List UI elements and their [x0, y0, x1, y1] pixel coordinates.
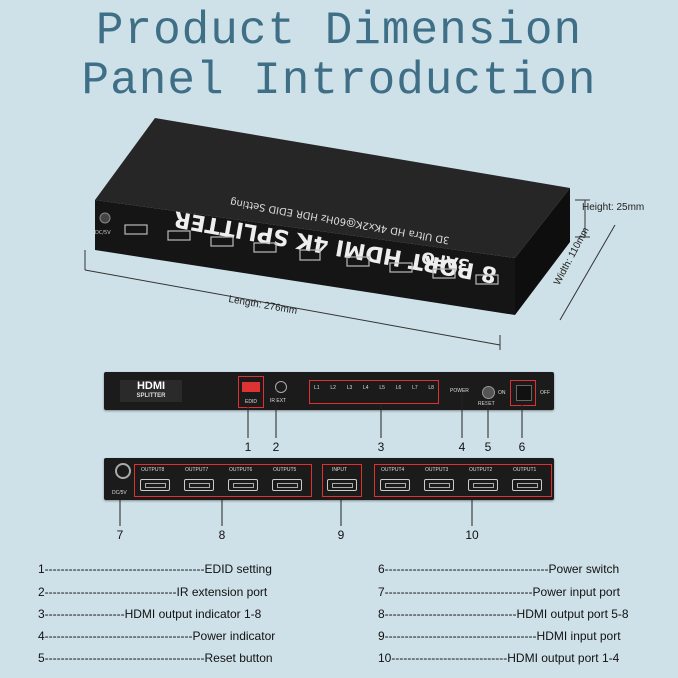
input-port-box: INPUT — [322, 464, 362, 497]
hdmi-output-2[interactable] — [468, 479, 498, 491]
legend-item: 3--------------------HDMI output indicat… — [38, 607, 262, 621]
front-logo: HDMI SPLITTER — [120, 380, 182, 402]
legend-item: 6---------------------------------------… — [378, 562, 620, 576]
height-dimension: Height: 25mm — [582, 202, 645, 213]
legend-item: 5---------------------------------------… — [38, 651, 273, 665]
power-indicator: POWER — [450, 388, 469, 394]
power-switch[interactable] — [510, 380, 536, 406]
hdmi-output-6[interactable] — [228, 479, 258, 491]
legend-item: 4-------------------------------------Po… — [38, 629, 276, 643]
legend-item: 9--------------------------------------H… — [378, 629, 621, 643]
front-panel: HDMI SPLITTER EDID IR EXT L1 L2 L3 L4 L5… — [104, 372, 554, 410]
hdmi-output-3[interactable] — [424, 479, 454, 491]
edid-switch[interactable]: EDID — [238, 376, 264, 408]
ir-port[interactable] — [275, 381, 287, 393]
page-subtitle: Panel Introduction — [81, 55, 597, 107]
hdmi-output-8[interactable] — [140, 479, 170, 491]
legend-item: 7-------------------------------------Po… — [378, 585, 620, 599]
device-illustration: 8 PORT HDMI 4K SPLITTER 3D Ultra HD 4Kx2… — [84, 118, 616, 350]
hdmi-input[interactable] — [327, 479, 357, 491]
hdmi-output-1[interactable] — [512, 479, 542, 491]
dc-input-port[interactable] — [115, 463, 131, 479]
back-panel: DC/5V OUTPUT8 OUTPUT7 OUTPUT6 OUTPUT5 IN… — [104, 458, 554, 500]
legend-item: 1---------------------------------------… — [38, 562, 272, 576]
legend-item: 2---------------------------------IR ext… — [38, 585, 268, 599]
hdmi-output-4[interactable] — [380, 479, 410, 491]
led-indicators: L1 L2 L3 L4 L5 L6 L7 L8 — [309, 380, 439, 404]
device-dc-label: DC/5V — [95, 230, 111, 236]
legend-item: 10-----------------------------HDMI outp… — [378, 651, 620, 665]
page-title: Product Dimension — [95, 5, 583, 57]
hdmi-output-5[interactable] — [272, 479, 302, 491]
hdmi-output-7[interactable] — [184, 479, 214, 491]
output-ports-1-4: OUTPUT4 OUTPUT3 OUTPUT2 OUTPUT1 — [374, 464, 552, 497]
output-ports-5-8: OUTPUT8 OUTPUT7 OUTPUT6 OUTPUT5 — [134, 464, 312, 497]
legend-item: 8---------------------------------HDMI o… — [378, 607, 629, 621]
reset-button[interactable] — [482, 386, 495, 399]
